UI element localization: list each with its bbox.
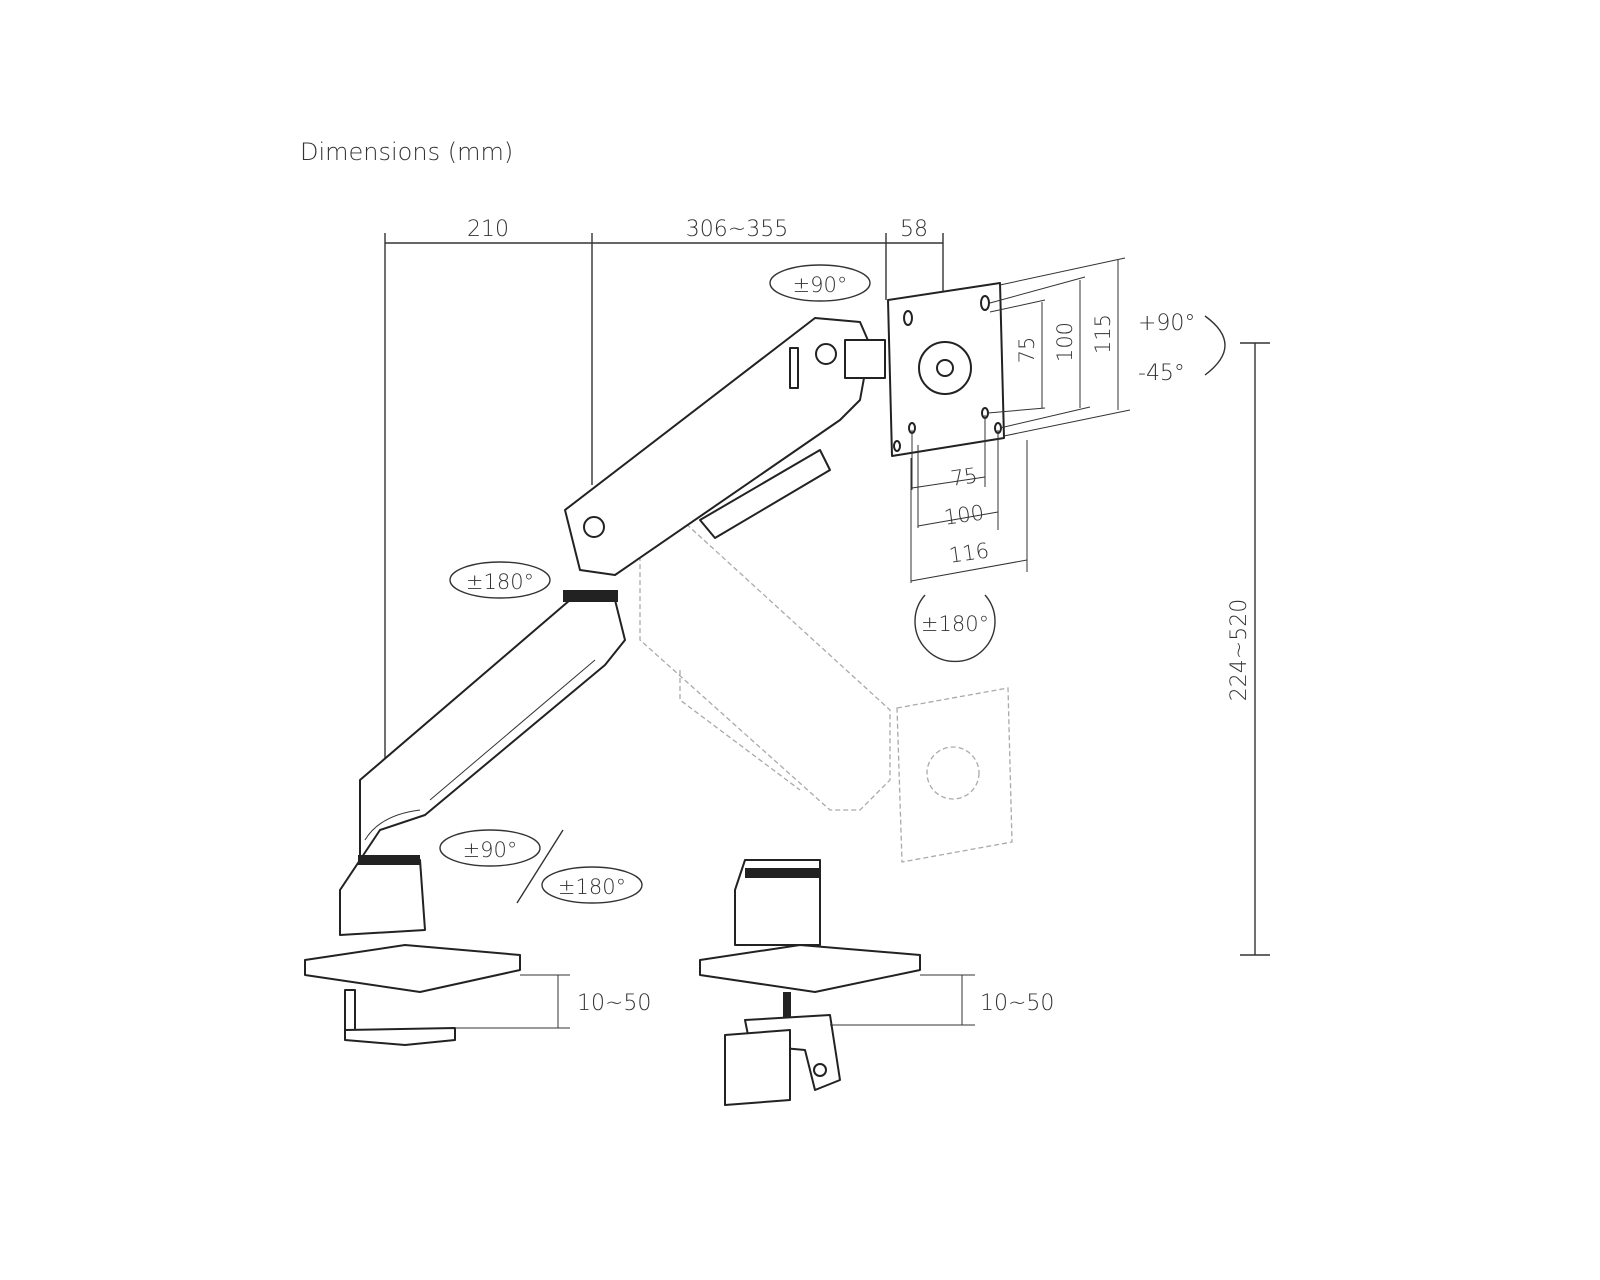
rotation-indicator-plate: ±180° bbox=[914, 594, 996, 663]
tilt-down-label: -45° bbox=[1138, 361, 1185, 386]
lower-arm bbox=[359, 599, 626, 861]
rotation-indicator-elbow: ±180° bbox=[449, 561, 551, 599]
clamp-desk-thickness: 10~50 bbox=[577, 991, 651, 1016]
ghost-lowered-arm bbox=[639, 499, 1013, 863]
rotation-indicator-head: ±90° bbox=[769, 264, 871, 302]
clamp-base bbox=[304, 855, 570, 1046]
elbow-joint-band bbox=[563, 590, 618, 602]
upper-arm bbox=[564, 317, 886, 576]
dim-58: 58 bbox=[900, 217, 928, 242]
base-swivel-a-label: ±90° bbox=[463, 838, 518, 862]
vesa-h-116: 116 bbox=[948, 538, 991, 567]
vesa-vertical-dimensions bbox=[987, 257, 1131, 437]
tilt-indicator: +90° -45° bbox=[1138, 311, 1226, 386]
tilt-up-label: +90° bbox=[1138, 311, 1195, 336]
vesa-plate bbox=[887, 282, 1005, 457]
height-range-label: 224~520 bbox=[1227, 599, 1252, 701]
vesa-h-75: 75 bbox=[949, 463, 979, 490]
rotation-indicator-base-a: ±90° bbox=[439, 829, 541, 867]
vesa-v-115: 115 bbox=[1091, 314, 1115, 354]
base-swivel-b-label: ±180° bbox=[558, 875, 626, 899]
plate-rotation-label: ±180° bbox=[921, 612, 989, 636]
vesa-h-100: 100 bbox=[943, 500, 986, 529]
top-dimension-lines bbox=[384, 233, 944, 760]
height-dimension bbox=[1240, 342, 1270, 956]
dim-306-355: 306~355 bbox=[686, 217, 788, 242]
elbow-swivel-label: ±180° bbox=[466, 570, 534, 594]
grommet-base bbox=[699, 859, 975, 1106]
diagram-title: Dimensions (mm) bbox=[300, 138, 513, 166]
rotation-indicator-base-b: ±180° bbox=[541, 866, 643, 904]
vesa-v-100: 100 bbox=[1053, 322, 1077, 362]
vesa-v-75: 75 bbox=[1015, 337, 1039, 364]
grommet-desk-thickness: 10~50 bbox=[980, 991, 1054, 1016]
head-swivel-label: ±90° bbox=[793, 273, 848, 297]
dim-210: 210 bbox=[467, 217, 509, 242]
vesa-horizontal-dimensions bbox=[910, 415, 1028, 583]
